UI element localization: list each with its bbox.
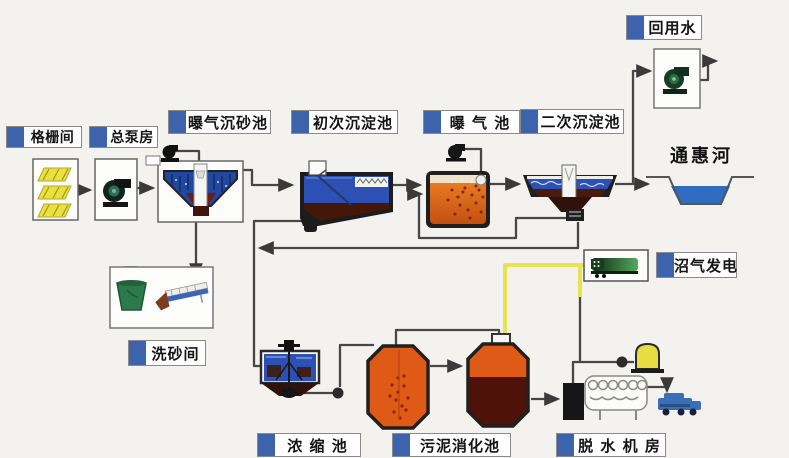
valve-icon (616, 356, 628, 368)
label-aerated-grit-chamber: 曝气沉砂池 (168, 110, 271, 134)
reuse-water-pump-box (653, 48, 701, 109)
pipe-branch-to-reuse (631, 64, 653, 184)
label-marker (169, 111, 186, 133)
label-marker (657, 253, 674, 277)
label-text: 初次沉淀池 (312, 113, 393, 132)
biogas-pipe (503, 263, 584, 337)
label-text: 格栅间 (30, 130, 75, 146)
label-sand-washing-room: 洗砂间 (128, 340, 206, 366)
dewatering-unit (563, 342, 701, 420)
pipe-dewater-out (646, 377, 674, 394)
aerated-grit-chamber (145, 145, 244, 223)
label-text: 脱 水 机 房 (578, 436, 661, 455)
label-river: 通惠河 (670, 146, 733, 167)
belt-press-machine-icon (584, 375, 648, 420)
label-primary-sedimentation: 初次沉淀池 (291, 110, 398, 134)
label-marker (521, 110, 538, 133)
air-blower-icon (446, 144, 466, 162)
label-dewatering-room: 脱 水 机 房 (556, 433, 666, 457)
pipe-blower (463, 147, 483, 175)
thickener-tank (259, 340, 321, 398)
scraper-mechanism (308, 160, 354, 208)
pipe-grit-to-primary (242, 168, 295, 192)
grid-room-box (32, 158, 79, 221)
pump-icon (663, 67, 689, 94)
digester-2 (466, 333, 530, 428)
grit-pump-icon (161, 145, 179, 162)
aeration-tank (426, 144, 490, 228)
dewatering-feed-box (563, 383, 584, 420)
label-text: 二次沉淀池 (540, 113, 621, 131)
digester-1 (366, 344, 430, 430)
pipe-return-sludge (407, 187, 572, 240)
label-text: 回用水 (648, 19, 697, 37)
label-marker (258, 434, 275, 456)
pipe-reuse-out (700, 54, 719, 82)
label-marker (393, 434, 410, 456)
label-marker (90, 127, 107, 147)
pipe-excess-sludge (257, 222, 580, 255)
label-marker (7, 127, 24, 147)
label-marker (424, 111, 441, 133)
label-text: 曝气沉砂池 (187, 113, 268, 132)
gas-holder-icon (631, 342, 664, 373)
label-marker (557, 434, 574, 456)
pipe-primary-sludge (252, 219, 307, 368)
label-text: 洗砂间 (151, 344, 200, 363)
label-reuse-water: 回用水 (626, 15, 702, 40)
label-text: 污泥消化池 (419, 436, 500, 455)
sand-classifier-icon (155, 281, 209, 311)
bar-screens (37, 167, 72, 218)
label-aeration-tank: 曝 气 池 (423, 110, 520, 134)
pipe-gasholder-link (571, 360, 634, 383)
biogas-generator-box (583, 249, 649, 282)
secondary-clarifier (523, 164, 617, 221)
thickener-motor-icon (278, 340, 300, 351)
label-secondary-sedimentation: 二次沉淀池 (520, 109, 624, 134)
label-biogas-power: 沼气发电 (656, 252, 737, 278)
label-grid-room: 格栅间 (6, 126, 82, 148)
label-text: 曝 气 池 (449, 113, 511, 132)
label-text: 总泵房 (110, 130, 154, 146)
sand-bucket-icon (116, 280, 147, 311)
sand-washing-room (109, 266, 214, 329)
sludge-truck-icon (658, 393, 701, 416)
label-sludge-digestion-tank: 污泥消化池 (392, 433, 511, 457)
label-marker (292, 111, 309, 133)
label-marker (627, 16, 644, 39)
river (646, 176, 754, 205)
primary-sedimentation-tank (300, 160, 393, 232)
label-text: 浓 缩 池 (287, 436, 348, 455)
pipe-thickener-to-digester (338, 343, 374, 387)
main-pump-house-box (94, 158, 138, 221)
label-thickening-tank: 浓 缩 池 (257, 433, 361, 457)
generator-icon (591, 258, 638, 278)
label-text: 沼气发电 (674, 256, 739, 275)
pump-icon (103, 179, 131, 207)
label-marker (129, 341, 146, 365)
label-main-pump-house: 总泵房 (89, 126, 158, 148)
valve-icon (332, 387, 344, 399)
